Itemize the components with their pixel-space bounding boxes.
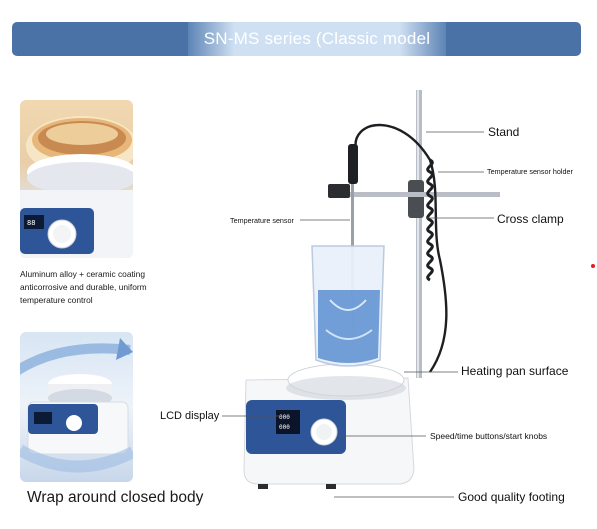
feature-caption-line: temperature control [20, 295, 93, 305]
svg-text:000: 000 [279, 414, 290, 421]
feature-image-closed-body [20, 332, 133, 482]
device-foot [258, 484, 268, 489]
sensor-cable [354, 123, 448, 373]
label-stand: Stand [488, 125, 520, 139]
label-heating-pan: Heating pan surface [461, 364, 569, 378]
sensor-handle [348, 144, 358, 184]
svg-text:88: 88 [27, 219, 35, 227]
banner-title: SN-MS series (Classic model [203, 29, 431, 48]
closed-body-illustration [20, 338, 133, 473]
header-banner: SN-MS series (Classic model [12, 22, 581, 56]
label-buttons: Speed/time buttons/start knobs [430, 431, 548, 441]
label-footing: Good quality footing [458, 490, 565, 504]
feature-caption-closed-body: Wrap around closed body [27, 489, 204, 506]
feature-caption-coating: Aluminum alloy + ceramic coating anticor… [20, 268, 180, 307]
feature-caption-line: anticorrosive and durable, uniform [20, 282, 147, 292]
banner-highlight: SN-MS series (Classic model [188, 22, 446, 56]
label-cross-clamp: Cross clamp [497, 212, 564, 226]
label-lcd-display: LCD display [160, 410, 220, 422]
feature-image-heating-plate: 88 [20, 100, 133, 258]
marker-dot [591, 264, 595, 268]
feature-caption-line: Aluminum alloy + ceramic coating [20, 269, 145, 279]
label-sensor-holder: Temperature sensor holder [487, 167, 573, 176]
lcd-screen [276, 410, 300, 434]
cross-clamp [408, 180, 424, 218]
device-foot [326, 484, 336, 489]
heating-plate-closeup-illustration: 88 [20, 116, 133, 258]
svg-text:000: 000 [279, 424, 290, 431]
label-temperature-sensor: Temperature sensor [230, 216, 294, 225]
